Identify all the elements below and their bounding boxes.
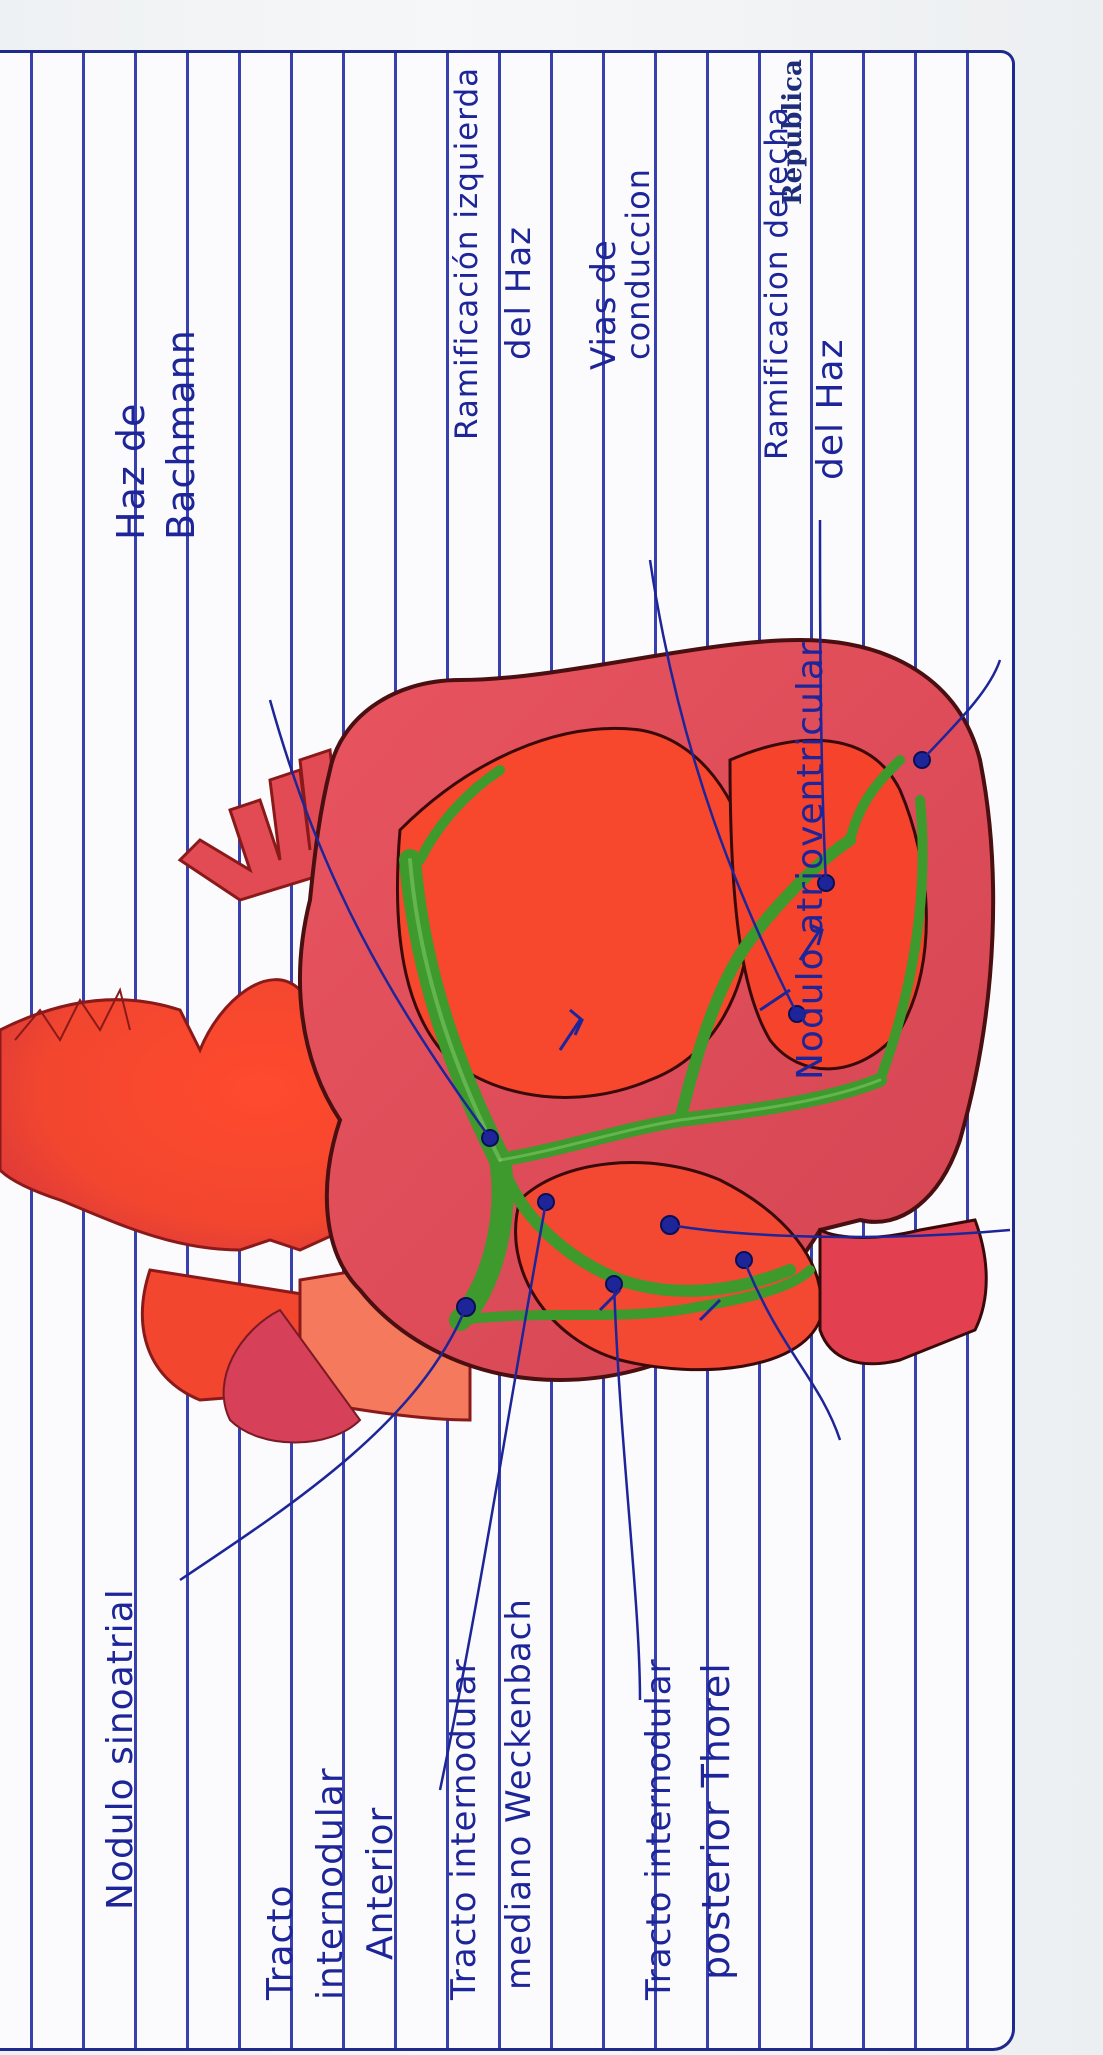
label-nodulo-av: Nodulo atrioventricular: [790, 641, 831, 1080]
label-ramificacion-izquierda-2: del Haz: [500, 226, 539, 360]
label-vias-2: conduccion: [620, 168, 657, 360]
label-haz-bachmann-1: Haz de: [110, 403, 154, 540]
label-tracto-medio-1: Tracto internodular: [445, 1658, 484, 2000]
label-ramificacion-izquierda-1: Ramificación izquierda: [450, 67, 486, 440]
label-nodulo-sinoatrial: Nodulo sinoatrial: [100, 1588, 141, 1910]
label-tracto-medio-2: mediano Weckenbach: [500, 1598, 539, 1990]
label-ramificacion-derecha-2: del Haz: [810, 339, 851, 480]
label-tracto-anterior-3: Anterior: [360, 1807, 401, 1960]
label-tracto-posterior-2: posterior Thorel: [695, 1662, 739, 1980]
label-tracto-anterior-2: internodular: [310, 1767, 351, 2000]
label-tracto-anterior-1: Tracto: [260, 1885, 301, 2001]
notebook-brand: República: [778, 59, 808, 205]
label-haz-bachmann-2: Bachmann: [160, 329, 204, 540]
label-tracto-posterior-1: Tracto internodular: [640, 1658, 679, 2000]
